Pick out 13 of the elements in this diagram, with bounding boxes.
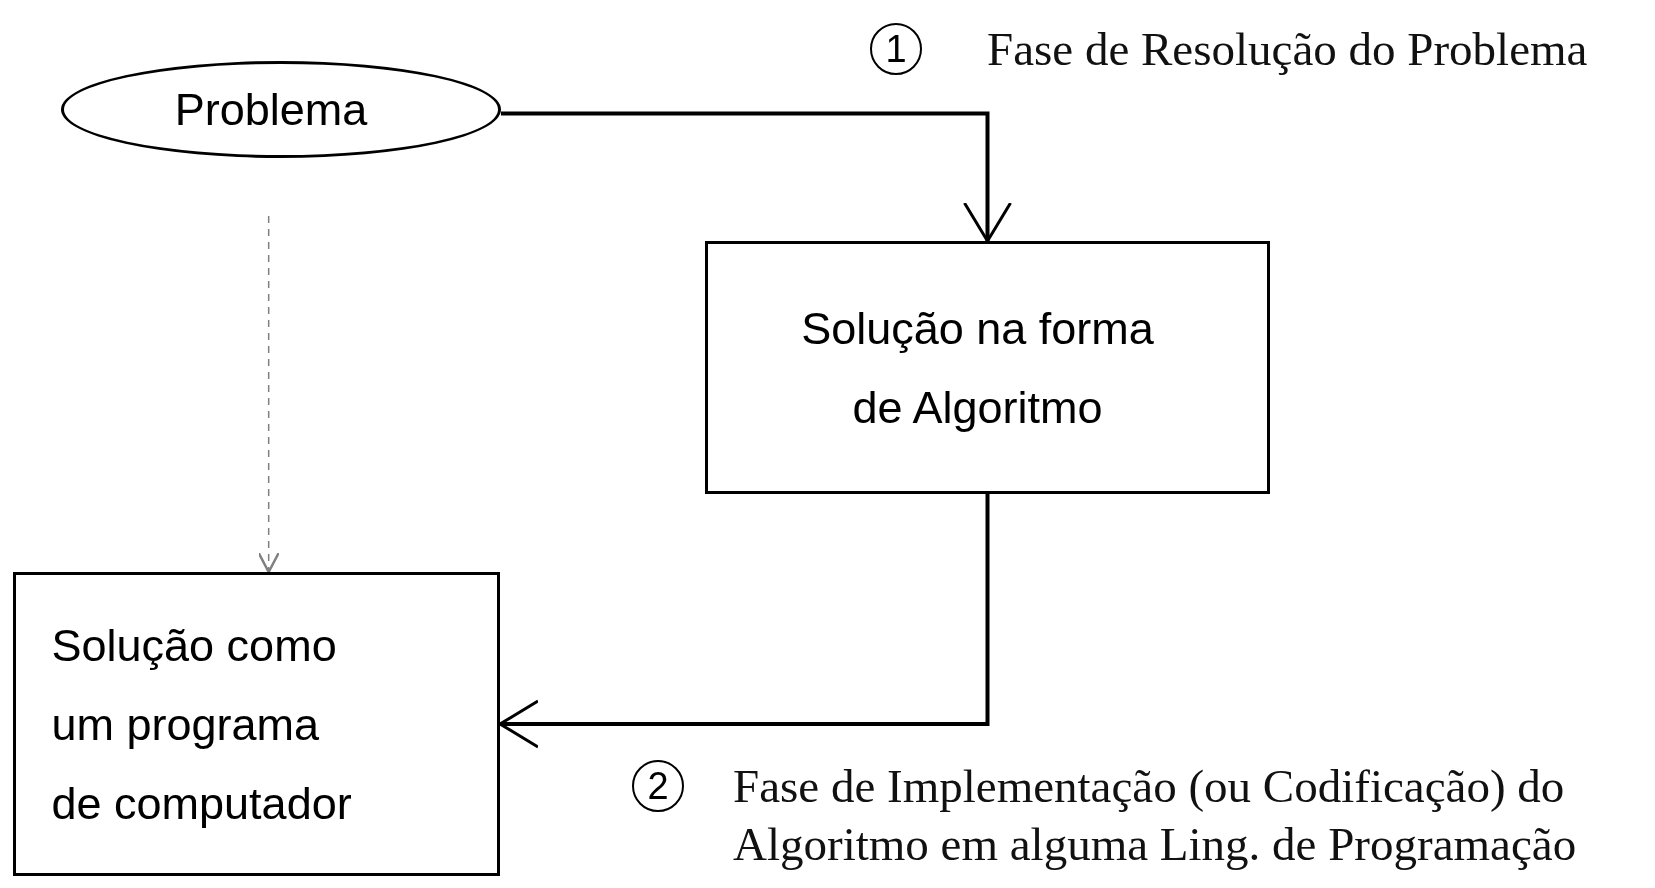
node-label: Problema bbox=[173, 83, 369, 137]
arrow bbox=[501, 111, 1012, 243]
start-ellipse bbox=[61, 61, 501, 158]
number-circle: 2 bbox=[632, 760, 684, 812]
number-circle: 1 bbox=[870, 23, 922, 75]
phase-caption: Fase de Implementação (ou Codificação) do Algoritmo em alguma Ling. de Programação bbox=[733, 759, 1578, 872]
arrow bbox=[257, 215, 280, 574]
phase-caption: Fase de Resolução do Problema bbox=[987, 22, 1589, 77]
arrow bbox=[498, 494, 990, 749]
node-label: Solução como um programa de computador bbox=[51, 618, 353, 831]
process-box bbox=[705, 241, 1270, 494]
node-label: Solução na forma de Algoritmo bbox=[800, 301, 1155, 435]
process-box bbox=[13, 572, 500, 876]
